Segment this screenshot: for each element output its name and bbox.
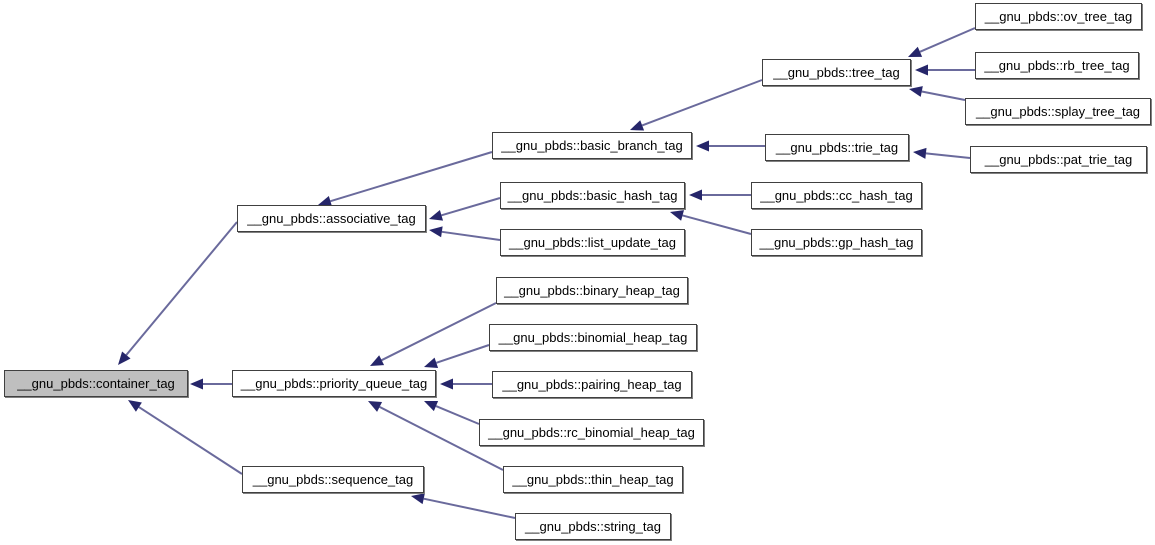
class-node-gp_hash_tag[interactable]: __gnu_pbds::gp_hash_tag bbox=[751, 229, 922, 256]
edge-arrowhead bbox=[915, 64, 928, 76]
inheritance-edge-rb_tree_tag-to-tree_tag bbox=[915, 64, 975, 76]
inheritance-edge-ov_tree_tag-to-tree_tag bbox=[908, 27, 976, 57]
class-node-label: __gnu_pbds::binomial_heap_tag bbox=[498, 330, 688, 345]
edge-arrowhead bbox=[190, 378, 203, 390]
class-node-label: __gnu_pbds::container_tag bbox=[17, 376, 175, 391]
inheritance-edge-sequence_tag-to-container_tag bbox=[128, 400, 243, 475]
edge-arrowhead bbox=[908, 46, 923, 57]
inheritance-edge-list_update_tag-to-associative_tag bbox=[429, 226, 501, 241]
edge-arrowhead bbox=[429, 226, 443, 238]
inheritance-edge-binomial_heap_tag-to-priority_queue_tag bbox=[424, 344, 490, 369]
class-node-label: __gnu_pbds::pairing_heap_tag bbox=[502, 377, 682, 392]
inheritance-edge-pairing_heap_tag-to-priority_queue_tag bbox=[440, 378, 492, 390]
class-node-cc_hash_tag[interactable]: __gnu_pbds::cc_hash_tag bbox=[751, 182, 922, 209]
edge-arrowhead bbox=[368, 401, 383, 412]
class-node-pairing_heap_tag[interactable]: __gnu_pbds::pairing_heap_tag bbox=[492, 371, 692, 398]
inheritance-edge-splay_tree_tag-to-tree_tag bbox=[909, 86, 966, 101]
edge-line bbox=[423, 497, 516, 519]
edge-arrowhead bbox=[630, 120, 645, 131]
class-node-label: __gnu_pbds::rb_tree_tag bbox=[984, 58, 1130, 73]
class-node-thin_heap_tag[interactable]: __gnu_pbds::thin_heap_tag bbox=[503, 466, 683, 493]
edge-line bbox=[125, 221, 238, 356]
edge-arrowhead bbox=[670, 210, 684, 221]
edge-arrowhead bbox=[411, 493, 425, 505]
edge-line bbox=[138, 406, 243, 475]
inheritance-edge-tree_tag-to-basic_branch_tag bbox=[630, 79, 763, 131]
edge-line bbox=[435, 344, 490, 364]
class-node-label: __gnu_pbds::sequence_tag bbox=[252, 472, 414, 487]
class-node-label: __gnu_pbds::ov_tree_tag bbox=[984, 9, 1133, 24]
edge-arrowhead bbox=[440, 378, 453, 390]
edge-arrowhead bbox=[424, 357, 439, 369]
class-node-container_tag[interactable]: __gnu_pbds::container_tag bbox=[4, 370, 188, 397]
inheritance-edge-rc_binomial_heap_tag-to-priority_queue_tag bbox=[424, 400, 480, 425]
edge-line bbox=[435, 405, 480, 425]
class-node-basic_branch_tag[interactable]: __gnu_pbds::basic_branch_tag bbox=[492, 132, 692, 159]
class-node-label: __gnu_pbds::pat_trie_tag bbox=[984, 152, 1133, 167]
edge-arrowhead bbox=[118, 351, 131, 365]
edge-arrowhead bbox=[913, 147, 927, 159]
class-node-tree_tag[interactable]: __gnu_pbds::tree_tag bbox=[762, 59, 911, 86]
edge-arrowhead bbox=[424, 400, 439, 412]
class-node-label: __gnu_pbds::basic_hash_tag bbox=[507, 188, 678, 203]
class-node-label: __gnu_pbds::cc_hash_tag bbox=[760, 188, 913, 203]
edge-arrowhead bbox=[696, 140, 709, 152]
class-node-string_tag[interactable]: __gnu_pbds::string_tag bbox=[515, 513, 671, 540]
edge-line bbox=[925, 152, 971, 159]
class-node-binomial_heap_tag[interactable]: __gnu_pbds::binomial_heap_tag bbox=[489, 324, 697, 351]
class-node-priority_queue_tag[interactable]: __gnu_pbds::priority_queue_tag bbox=[232, 370, 436, 397]
class-node-label: __gnu_pbds::basic_branch_tag bbox=[501, 138, 683, 153]
edge-line bbox=[641, 79, 763, 127]
class-node-label: __gnu_pbds::thin_heap_tag bbox=[512, 472, 674, 487]
class-node-pat_trie_tag[interactable]: __gnu_pbds::pat_trie_tag bbox=[970, 146, 1147, 173]
edge-line bbox=[682, 214, 752, 235]
class-node-label: __gnu_pbds::associative_tag bbox=[247, 211, 416, 226]
class-node-label: __gnu_pbds::tree_tag bbox=[773, 65, 900, 80]
class-node-label: __gnu_pbds::trie_tag bbox=[775, 140, 899, 155]
inheritance-edge-basic_branch_tag-to-associative_tag bbox=[318, 151, 493, 207]
edge-line bbox=[330, 151, 493, 203]
edge-arrowhead bbox=[128, 400, 142, 412]
class-node-label: __gnu_pbds::priority_queue_tag bbox=[240, 376, 428, 391]
class-node-splay_tree_tag[interactable]: __gnu_pbds::splay_tree_tag bbox=[965, 98, 1151, 125]
edge-line bbox=[441, 230, 501, 241]
inheritance-edge-priority_queue_tag-to-container_tag bbox=[190, 378, 232, 390]
inheritance-edge-pat_trie_tag-to-trie_tag bbox=[913, 147, 971, 159]
class-node-associative_tag[interactable]: __gnu_pbds::associative_tag bbox=[237, 205, 426, 232]
class-node-rc_binomial_heap_tag[interactable]: __gnu_pbds::rc_binomial_heap_tag bbox=[479, 419, 704, 446]
class-node-label: __gnu_pbds::rc_binomial_heap_tag bbox=[488, 425, 695, 440]
edge-line bbox=[921, 90, 966, 101]
class-node-label: __gnu_pbds::gp_hash_tag bbox=[759, 235, 914, 250]
class-node-sequence_tag[interactable]: __gnu_pbds::sequence_tag bbox=[242, 466, 424, 493]
class-node-trie_tag[interactable]: __gnu_pbds::trie_tag bbox=[765, 134, 909, 161]
inheritance-edge-associative_tag-to-container_tag bbox=[118, 221, 238, 365]
inheritance-edge-binary_heap_tag-to-priority_queue_tag bbox=[370, 302, 497, 366]
edge-line bbox=[381, 302, 497, 362]
inheritance-edge-string_tag-to-sequence_tag bbox=[411, 493, 516, 519]
inheritance-edge-basic_hash_tag-to-associative_tag bbox=[429, 197, 501, 221]
class-node-basic_hash_tag[interactable]: __gnu_pbds::basic_hash_tag bbox=[500, 182, 685, 209]
edge-arrowhead bbox=[909, 86, 923, 97]
class-node-list_update_tag[interactable]: __gnu_pbds::list_update_tag bbox=[500, 229, 685, 256]
class-node-rb_tree_tag[interactable]: __gnu_pbds::rb_tree_tag bbox=[975, 52, 1139, 79]
class-node-label: __gnu_pbds::string_tag bbox=[525, 519, 661, 534]
class-node-label: __gnu_pbds::list_update_tag bbox=[509, 235, 676, 250]
edge-line bbox=[441, 197, 501, 217]
edge-arrowhead bbox=[429, 210, 444, 221]
class-node-label: __gnu_pbds::binary_heap_tag bbox=[504, 283, 680, 298]
edge-arrowhead bbox=[689, 189, 702, 201]
class-node-binary_heap_tag[interactable]: __gnu_pbds::binary_heap_tag bbox=[496, 277, 688, 304]
class-node-ov_tree_tag[interactable]: __gnu_pbds::ov_tree_tag bbox=[975, 3, 1142, 30]
inheritance-edge-cc_hash_tag-to-basic_hash_tag bbox=[689, 189, 751, 201]
edge-line bbox=[919, 27, 976, 53]
edge-arrowhead bbox=[370, 355, 385, 366]
inheritance-edge-trie_tag-to-basic_branch_tag bbox=[696, 140, 765, 152]
class-node-label: __gnu_pbds::splay_tree_tag bbox=[975, 104, 1141, 119]
